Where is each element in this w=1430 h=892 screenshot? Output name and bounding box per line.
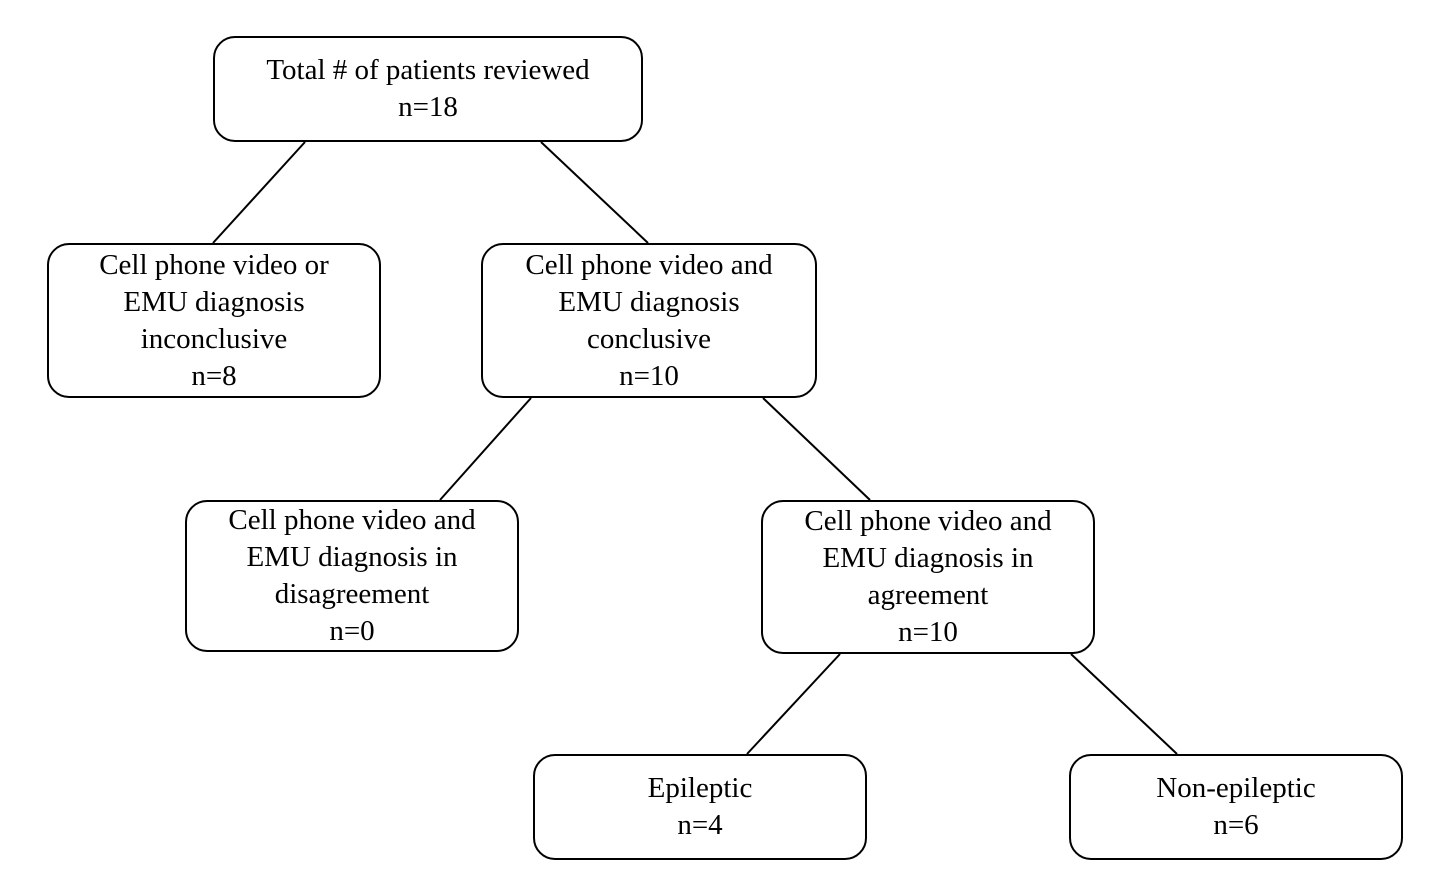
node-label: Cell phone video or EMU diagnosis inconc… — [99, 248, 329, 355]
node-diagnosis-conclusive: Cell phone video and EMU diagnosis concl… — [481, 243, 817, 398]
node-label: Epileptic — [647, 772, 753, 804]
node-count: n=0 — [329, 615, 375, 647]
node-diagnosis-inconclusive: Cell phone video or EMU diagnosis inconc… — [47, 243, 381, 398]
node-label: Cell phone video and EMU diagnosis in ag… — [804, 505, 1052, 611]
node-count: n=10 — [898, 616, 958, 648]
node-diagnosis-disagreement: Cell phone video and EMU diagnosis in di… — [185, 500, 519, 652]
node-count: n=8 — [191, 359, 237, 392]
connector-agreement-to-epileptic — [746, 653, 841, 755]
node-label: Cell phone video and EMU diagnosis concl… — [525, 248, 773, 355]
node-label: Non-epileptic — [1156, 772, 1316, 804]
connector-agreement-to-nonepileptic — [1070, 653, 1178, 755]
connector-total-to-conclusive — [540, 141, 649, 244]
node-label: Total # of patients reviewed — [266, 54, 590, 86]
connector-total-to-inconclusive — [212, 141, 306, 244]
node-count: n=6 — [1213, 809, 1259, 841]
node-count: n=10 — [619, 359, 679, 392]
node-diagnosis-agreement: Cell phone video and EMU diagnosis in ag… — [761, 500, 1095, 654]
connector-conclusive-to-agreement — [762, 397, 871, 501]
node-count: n=4 — [677, 809, 723, 841]
node-total-patients-reviewed: Total # of patients reviewed n=18 — [213, 36, 643, 142]
node-non-epileptic: Non-epileptic n=6 — [1069, 754, 1403, 860]
connector-conclusive-to-disagreement — [439, 397, 532, 501]
node-count: n=18 — [398, 91, 458, 123]
node-epileptic: Epileptic n=4 — [533, 754, 867, 860]
node-label: Cell phone video and EMU diagnosis in di… — [228, 504, 476, 610]
